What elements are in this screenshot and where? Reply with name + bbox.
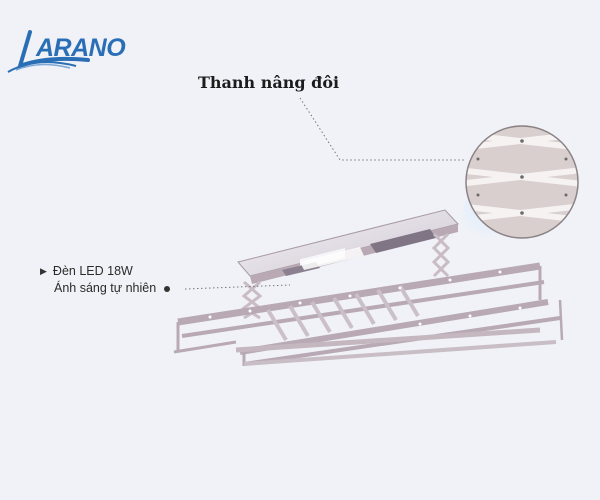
drying-rack bbox=[173, 262, 564, 366]
dot-icon bbox=[164, 285, 171, 292]
brand-logo: ARANO bbox=[6, 26, 156, 78]
brand-name: ARANO bbox=[36, 34, 126, 62]
right-triangle-icon: ▶ bbox=[40, 266, 47, 276]
motor-housing bbox=[237, 209, 459, 284]
callout-led-light: ▶ Đèn LED 18W Ánh sáng tự nhiên bbox=[40, 263, 171, 297]
led-line-2: Ánh sáng tự nhiên bbox=[54, 281, 157, 295]
leader-line bbox=[299, 97, 466, 161]
led-leader-line bbox=[184, 284, 291, 290]
rail-highlights bbox=[208, 270, 522, 326]
zoom-scissor-lift bbox=[465, 125, 579, 239]
callout-double-lift-bar: Thanh nâng đôi bbox=[198, 73, 340, 92]
led-line-1: Đèn LED 18W bbox=[52, 264, 133, 278]
logo-swoosh-icon bbox=[7, 30, 90, 73]
